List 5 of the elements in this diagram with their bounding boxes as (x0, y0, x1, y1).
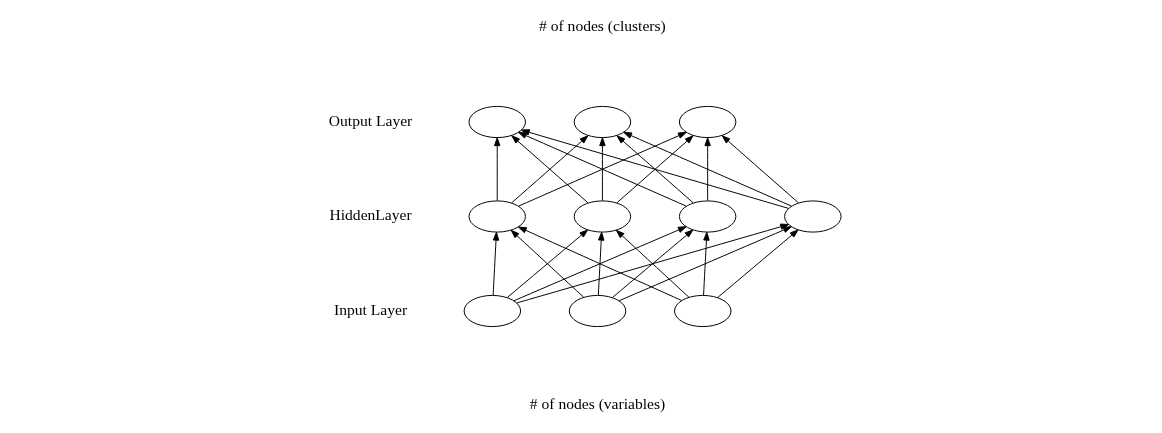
label: Output Layer (328, 111, 413, 129)
label: # of nodes (clusters) (539, 17, 666, 35)
label: Input Layer (334, 300, 408, 318)
label: HiddenLayer (329, 206, 412, 224)
label: # of nodes (variables) (529, 395, 666, 413)
